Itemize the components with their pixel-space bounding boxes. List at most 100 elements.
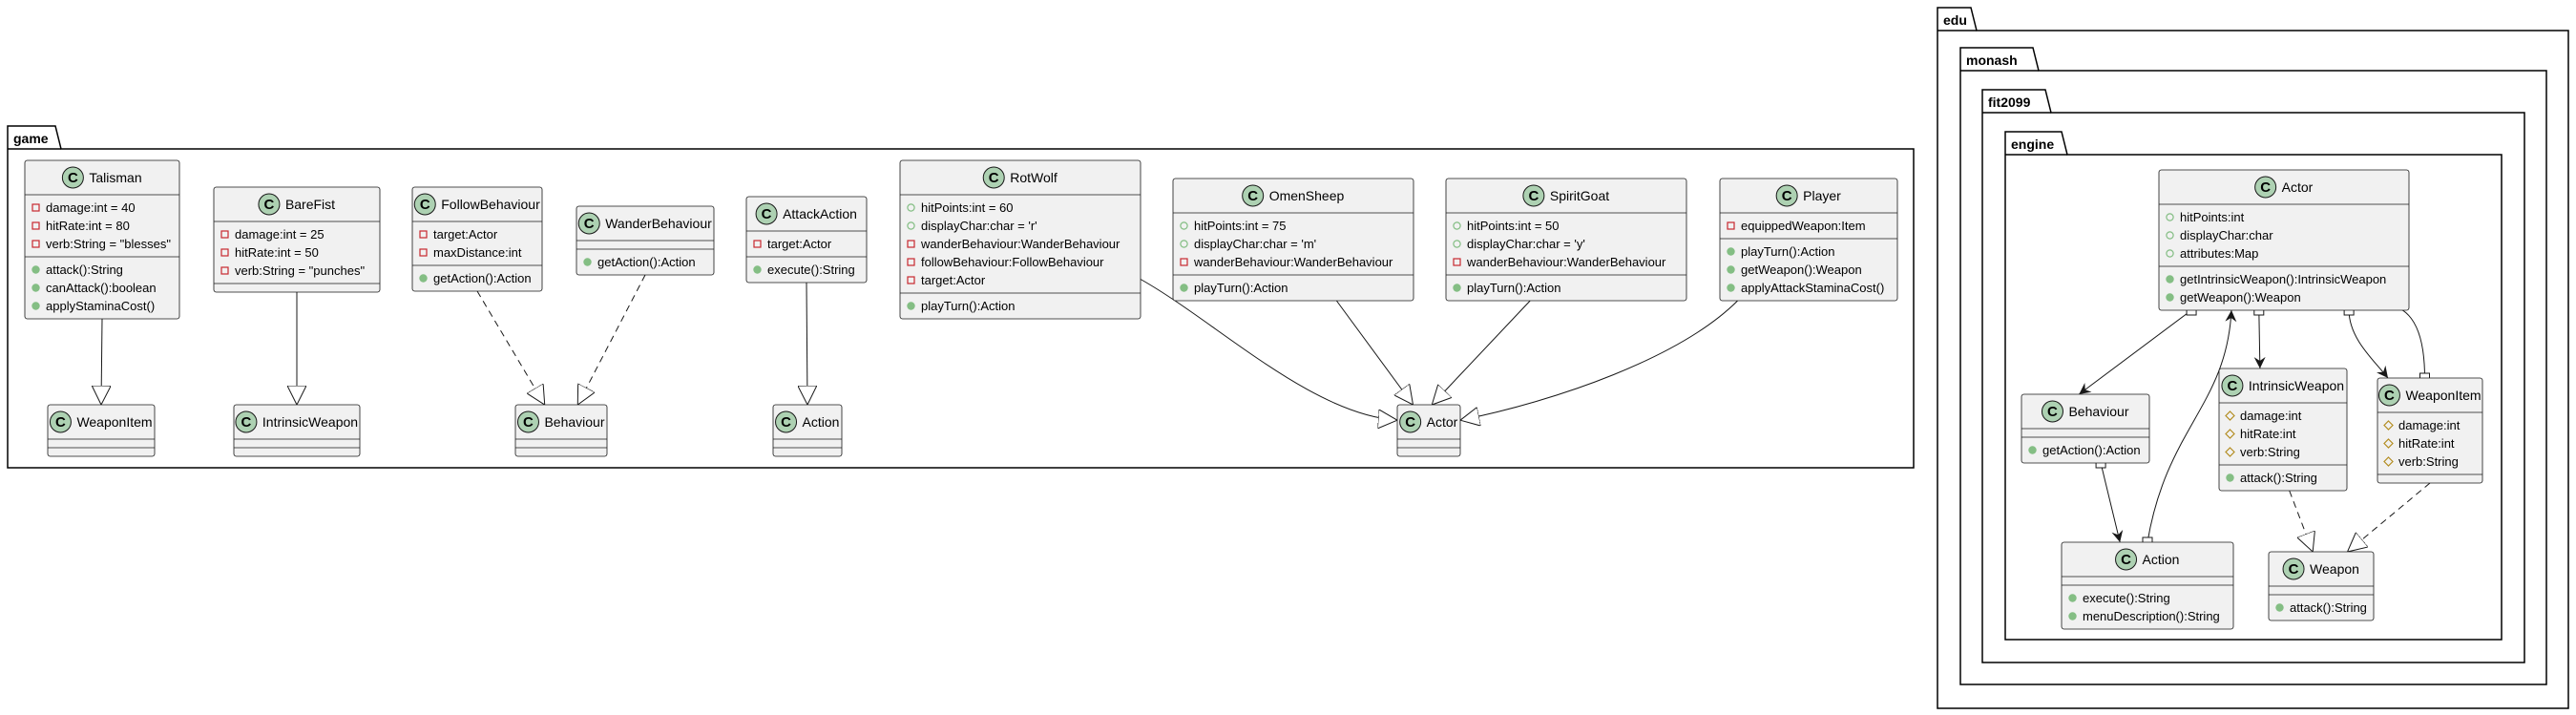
visibility-protected-icon (2225, 447, 2235, 457)
visibility-private-icon (220, 230, 229, 239)
class-name: Action (803, 414, 840, 430)
class-name: Talisman (89, 170, 141, 185)
class-stereotype-letter: C (584, 216, 595, 232)
visibility-private-icon (31, 240, 40, 248)
class-field: displayChar:char = 'm' (1194, 237, 1316, 251)
visibility-public-icon (2068, 594, 2077, 602)
class-icon (2221, 374, 2244, 397)
class-name: Behaviour (2068, 404, 2128, 419)
relation-talisman-to-weaponitem_game (101, 318, 102, 405)
relation-behaviour-to-action (2100, 462, 2124, 543)
class-name: Weapon (2310, 561, 2359, 577)
class-stereotype-letter: C (781, 414, 791, 431)
class-method: attack():String (46, 263, 123, 277)
class-stereotype-letter: C (523, 414, 534, 431)
class-method: menuDescription():String (2083, 609, 2220, 623)
visibility-protected-icon (2383, 420, 2394, 431)
class-method: applyAttackStaminaCost() (1741, 281, 1884, 295)
class-field: target:Actor (433, 227, 498, 242)
class-field: damage:int (2398, 418, 2461, 432)
visibility-private-icon (419, 248, 428, 257)
visibility-public-icon (419, 274, 428, 283)
visibility-private-icon (419, 230, 428, 239)
class-weaponitem: WeaponItemCdamage:inthitRate:intverb:Str… (2377, 377, 2483, 484)
class-stereotype-letter: C (2384, 388, 2395, 404)
class-stereotype-letter: C (264, 197, 275, 213)
class-method: getAction():Action (433, 271, 532, 285)
visibility-public-icon (907, 203, 915, 212)
class-method: execute():String (767, 263, 855, 277)
visibility-public-icon (31, 265, 40, 274)
class-stereotype-letter: C (420, 197, 430, 213)
class-stereotype-letter: C (989, 170, 999, 186)
class-method: attack():String (2290, 600, 2367, 615)
class-name: Behaviour (544, 414, 604, 430)
package-label-fit2099: fit2099 (1988, 95, 2031, 110)
class-icon (775, 410, 798, 433)
class-method: getAction():Action (597, 255, 696, 269)
class-stereotype-letter: C (2260, 179, 2271, 196)
visibility-protected-icon (2225, 410, 2235, 421)
relation-wanderbehaviour-to-behaviour_game (577, 274, 646, 405)
visibility-protected-icon (2383, 438, 2394, 449)
visibility-public-icon (2166, 293, 2174, 302)
class-icon (2115, 548, 2138, 571)
class-field: hitPoints:int (2180, 210, 2245, 224)
class-box (2061, 541, 2234, 630)
visibility-private-icon (31, 221, 40, 230)
class-method: playTurn():Action (1741, 244, 1835, 259)
class-box (2158, 169, 2410, 311)
class-icon (1399, 410, 1422, 433)
class-field: hitPoints:int = 60 (921, 200, 1013, 215)
visibility-public-icon (1453, 221, 1461, 230)
class-field: maxDistance:int (433, 245, 522, 260)
visibility-private-icon (907, 258, 915, 266)
relation-intrinsicweapon-to-weapon (2289, 490, 2314, 552)
visibility-public-icon (1180, 221, 1188, 230)
class-name: IntrinsicWeapon (2249, 378, 2344, 393)
package-engine: engine (2004, 131, 2503, 641)
package-game: game (7, 125, 1915, 469)
relation-action-to-actor (2147, 309, 2237, 543)
visibility-public-icon (2166, 231, 2174, 240)
class-icon (2282, 557, 2305, 580)
class-field: followBehaviour:FollowBehaviour (921, 255, 1104, 269)
class-stereotype-letter: C (2228, 378, 2238, 394)
visibility-public-icon (2166, 275, 2174, 284)
class-icon (413, 193, 436, 216)
class-field: damage:int = 25 (235, 227, 325, 242)
class-field: hitPoints:int = 75 (1194, 219, 1286, 233)
package-monash: monash (1959, 47, 2547, 685)
class-name: FollowBehaviour (441, 197, 540, 212)
class-field: displayChar:char = 'r' (921, 219, 1037, 233)
visibility-public-icon (2028, 446, 2037, 454)
visibility-public-icon (1727, 284, 1735, 292)
class-field: hitRate:int (2240, 427, 2296, 441)
visibility-public-icon (2166, 213, 2174, 221)
visibility-public-icon (2226, 473, 2234, 482)
class-field: target:Actor (921, 273, 986, 287)
class-box (24, 159, 180, 320)
class-field: displayChar:char = 'y' (1467, 237, 1585, 251)
class-action_game: Action C (772, 404, 843, 457)
class-field: hitRate:int (2398, 436, 2455, 451)
relation-player-to-actor_game (1460, 300, 1738, 420)
visibility-private-icon (1180, 258, 1188, 266)
class-box (1719, 178, 1898, 302)
class-field: verb:String = "blesses" (46, 237, 171, 251)
class-field: attributes:Map (2180, 246, 2258, 261)
class-stereotype-letter: C (55, 414, 66, 431)
class-icon (258, 193, 281, 216)
class-stereotype-letter: C (1528, 188, 1539, 204)
class-stereotype-letter: C (68, 170, 78, 186)
relation-actor-to-weaponitem (2348, 309, 2389, 379)
